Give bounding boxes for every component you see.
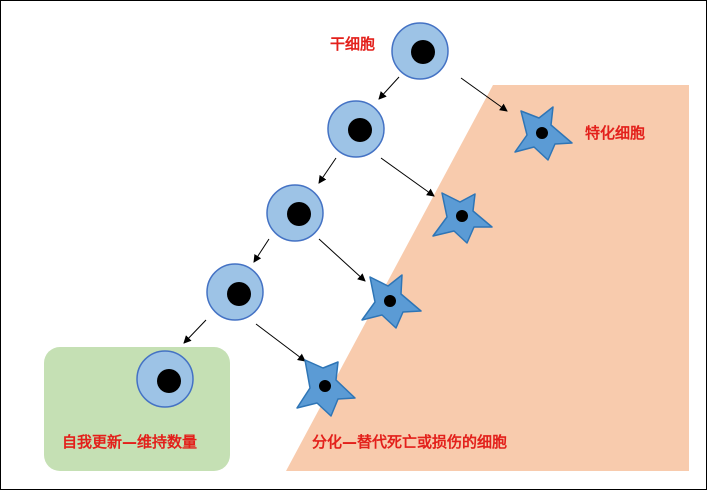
arrow-icon [255,323,306,362]
nucleus-icon [348,118,372,142]
specialized-region [286,85,689,471]
nucleus-icon [157,369,181,393]
stem-cell-icon [206,263,264,321]
specialized-cell-label: 特化细胞 [585,124,646,142]
arrow-icon [378,76,400,100]
specialized-cell-icon [432,192,493,244]
nucleus-icon [287,202,311,226]
arrow-icon [380,157,435,197]
nucleus-icon [411,40,435,64]
arrow-icon [183,319,207,344]
stem-cell-label: 干细胞 [330,35,376,53]
arrow-icon [460,77,508,112]
stem-cell-icon [266,184,324,242]
differentiation-label: 分化—替代死亡或损伤的细胞 [312,433,508,451]
specialized-cell-icon [296,359,356,417]
arrow-icon [318,157,337,184]
specialized-cell-icon [514,106,573,161]
stem-cell-icon [391,22,449,80]
nucleus-icon [319,380,331,392]
nucleus-icon [227,282,251,306]
arrow-icon [253,238,270,263]
arrow-icon [318,238,366,282]
specialized-cell-icon [361,274,422,329]
nucleus-icon [456,210,468,222]
stem-cell-icon [327,100,385,158]
stem-cell-icon [136,350,194,408]
self-renewal-region [44,347,230,471]
nucleus-icon [384,295,396,307]
self-renewal-label: 自我更新—维持数量 [62,433,198,451]
nucleus-icon [536,127,548,139]
